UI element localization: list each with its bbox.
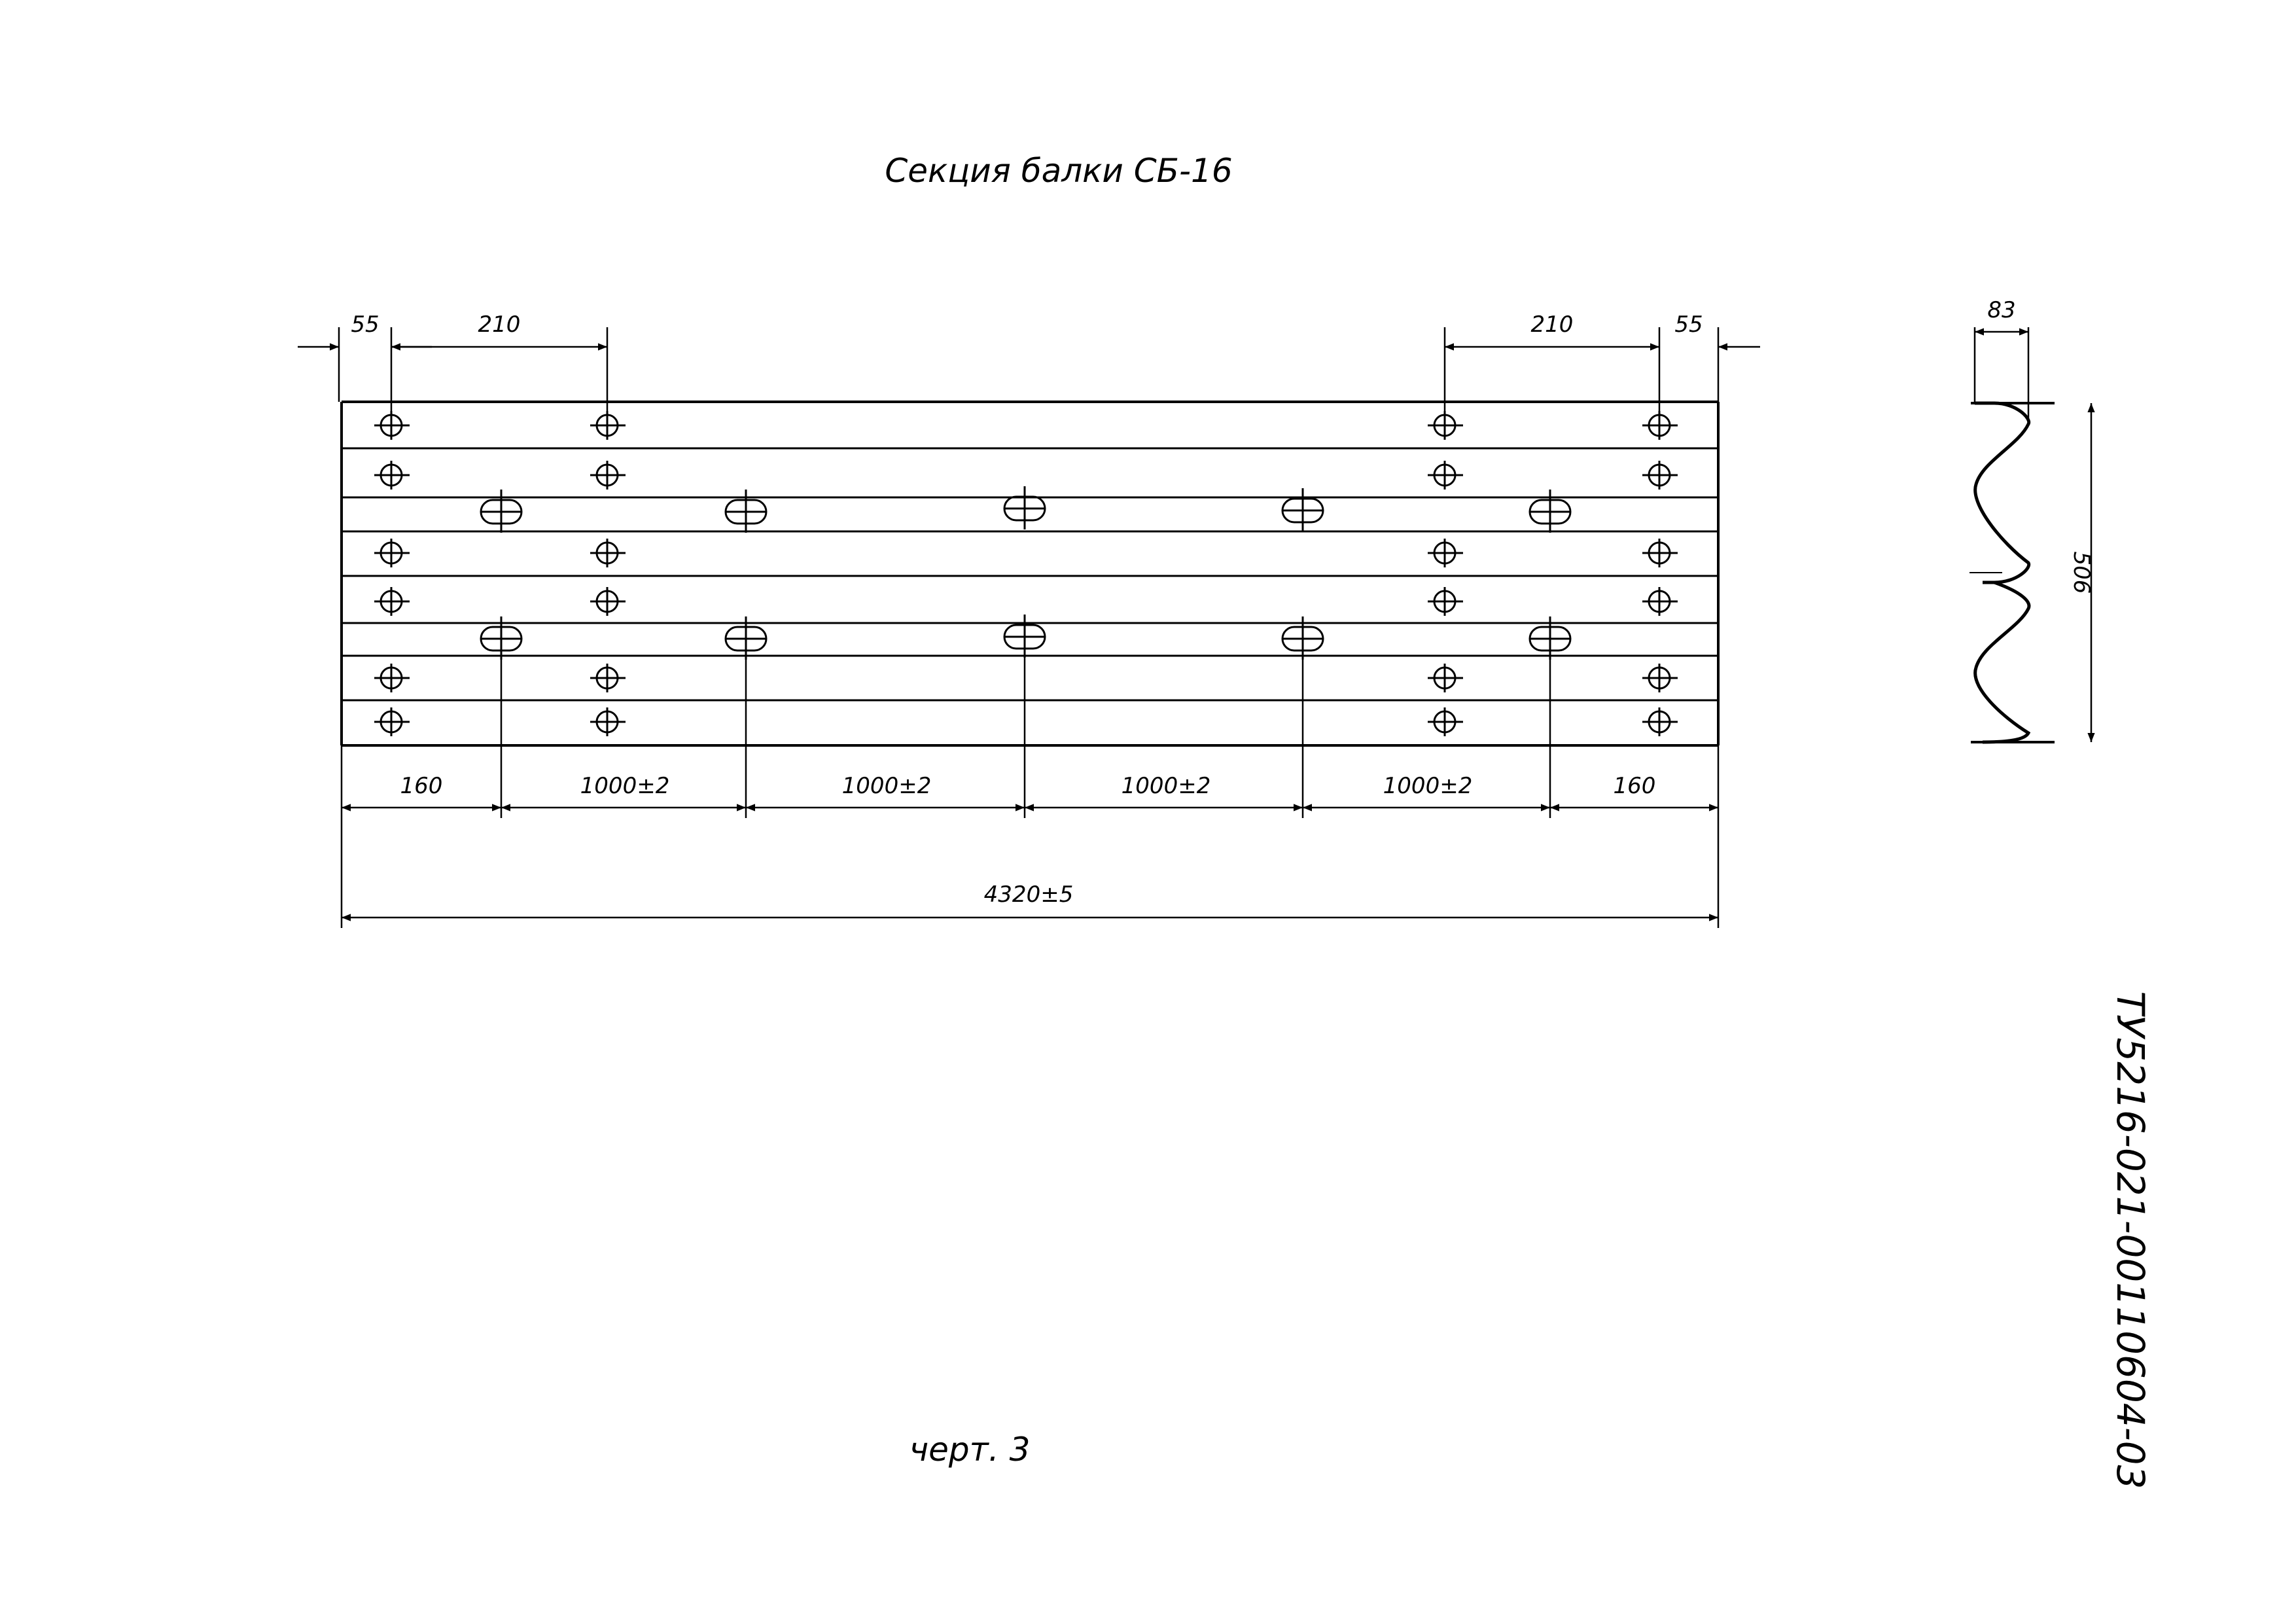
round-hole	[1642, 411, 1678, 440]
bottom-dimensions	[340, 649, 1720, 928]
beam-plan-view	[340, 401, 1720, 747]
dim-left-span-label: 210	[478, 312, 521, 338]
top-dimensions	[298, 327, 1760, 415]
round-hole	[374, 587, 410, 616]
dim-bottom-6: 160	[1614, 773, 1656, 799]
round-hole	[590, 411, 626, 440]
round-hole	[374, 411, 410, 440]
round-hole	[1642, 539, 1678, 567]
round-hole	[1428, 587, 1463, 616]
round-hole	[374, 539, 410, 567]
round-hole	[1428, 539, 1463, 567]
document-code: ТУ5216-021-00110604-03	[2108, 991, 2153, 1489]
slot-hole	[1003, 486, 1046, 529]
round-hole	[1428, 461, 1463, 490]
dim-overall-length: 4320±5	[984, 882, 1074, 908]
round-hole	[590, 539, 626, 567]
dim-bottom-4: 1000±2	[1122, 773, 1211, 799]
dim-right-edge-label: 55	[1674, 312, 1703, 338]
round-hole	[590, 587, 626, 616]
round-hole	[1428, 664, 1463, 692]
beam-profile-view	[1969, 327, 2095, 744]
profile-height-label: 506	[2068, 552, 2094, 594]
slot-holes	[480, 486, 1572, 660]
round-hole	[1642, 461, 1678, 490]
dim-right-span-label: 210	[1531, 312, 1574, 338]
profile-width-label: 83	[1987, 297, 2015, 323]
slot-hole	[1528, 490, 1572, 533]
round-hole	[374, 664, 410, 692]
round-hole	[590, 664, 626, 692]
round-hole	[590, 707, 626, 736]
slot-hole	[724, 490, 768, 533]
drawing-caption: черт. 3	[910, 1431, 1031, 1469]
round-hole	[1642, 707, 1678, 736]
corrugation-lines	[342, 447, 1718, 702]
drawing-title: Секция балки СБ-16	[885, 152, 1232, 190]
slot-hole	[1281, 488, 1324, 531]
round-holes	[374, 411, 1678, 736]
round-hole	[374, 707, 410, 736]
dim-bottom-5: 1000±2	[1383, 773, 1473, 799]
slot-hole	[480, 490, 523, 533]
round-hole	[1642, 587, 1678, 616]
round-hole	[1428, 411, 1463, 440]
dim-bottom-3: 1000±2	[842, 773, 932, 799]
round-hole	[1428, 707, 1463, 736]
round-hole	[1642, 664, 1678, 692]
dim-left-edge-label: 55	[351, 312, 379, 338]
round-hole	[374, 461, 410, 490]
round-hole	[590, 461, 626, 490]
dim-bottom-2: 1000±2	[580, 773, 670, 799]
dim-bottom-1: 160	[400, 773, 443, 799]
